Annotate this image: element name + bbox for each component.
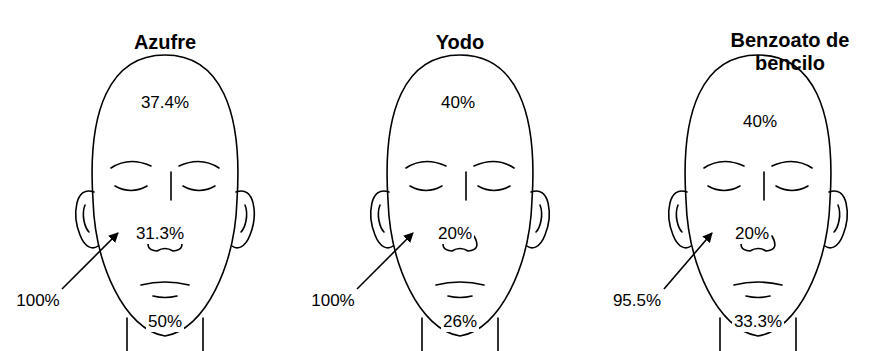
- percentage-label: 100%: [309, 291, 356, 311]
- percentage-label: 26%: [441, 312, 479, 332]
- percentage-label: 50%: [146, 312, 184, 332]
- pointer-arrow: [357, 233, 413, 289]
- column-title: Azufre: [132, 31, 198, 54]
- head-outline: [669, 55, 847, 351]
- percentage-label: 20%: [733, 224, 771, 244]
- column-title: Yodo: [434, 31, 487, 54]
- column-title: Benzoato de bencilo: [718, 29, 862, 75]
- head-outline: [371, 55, 549, 351]
- pointer-arrow: [62, 233, 118, 289]
- percentage-label: 33.3%: [732, 312, 784, 332]
- percentage-label: 31.3%: [134, 224, 186, 244]
- percentage-label: 20%: [436, 224, 474, 244]
- percentage-label: 95.5%: [611, 291, 663, 311]
- percentage-label: 40%: [439, 93, 477, 113]
- pointer-arrow: [664, 233, 712, 289]
- percentage-label: 37.4%: [139, 93, 191, 113]
- percentage-label: 100%: [14, 291, 61, 311]
- percentage-label: 40%: [741, 112, 779, 132]
- head-outline: [76, 55, 254, 351]
